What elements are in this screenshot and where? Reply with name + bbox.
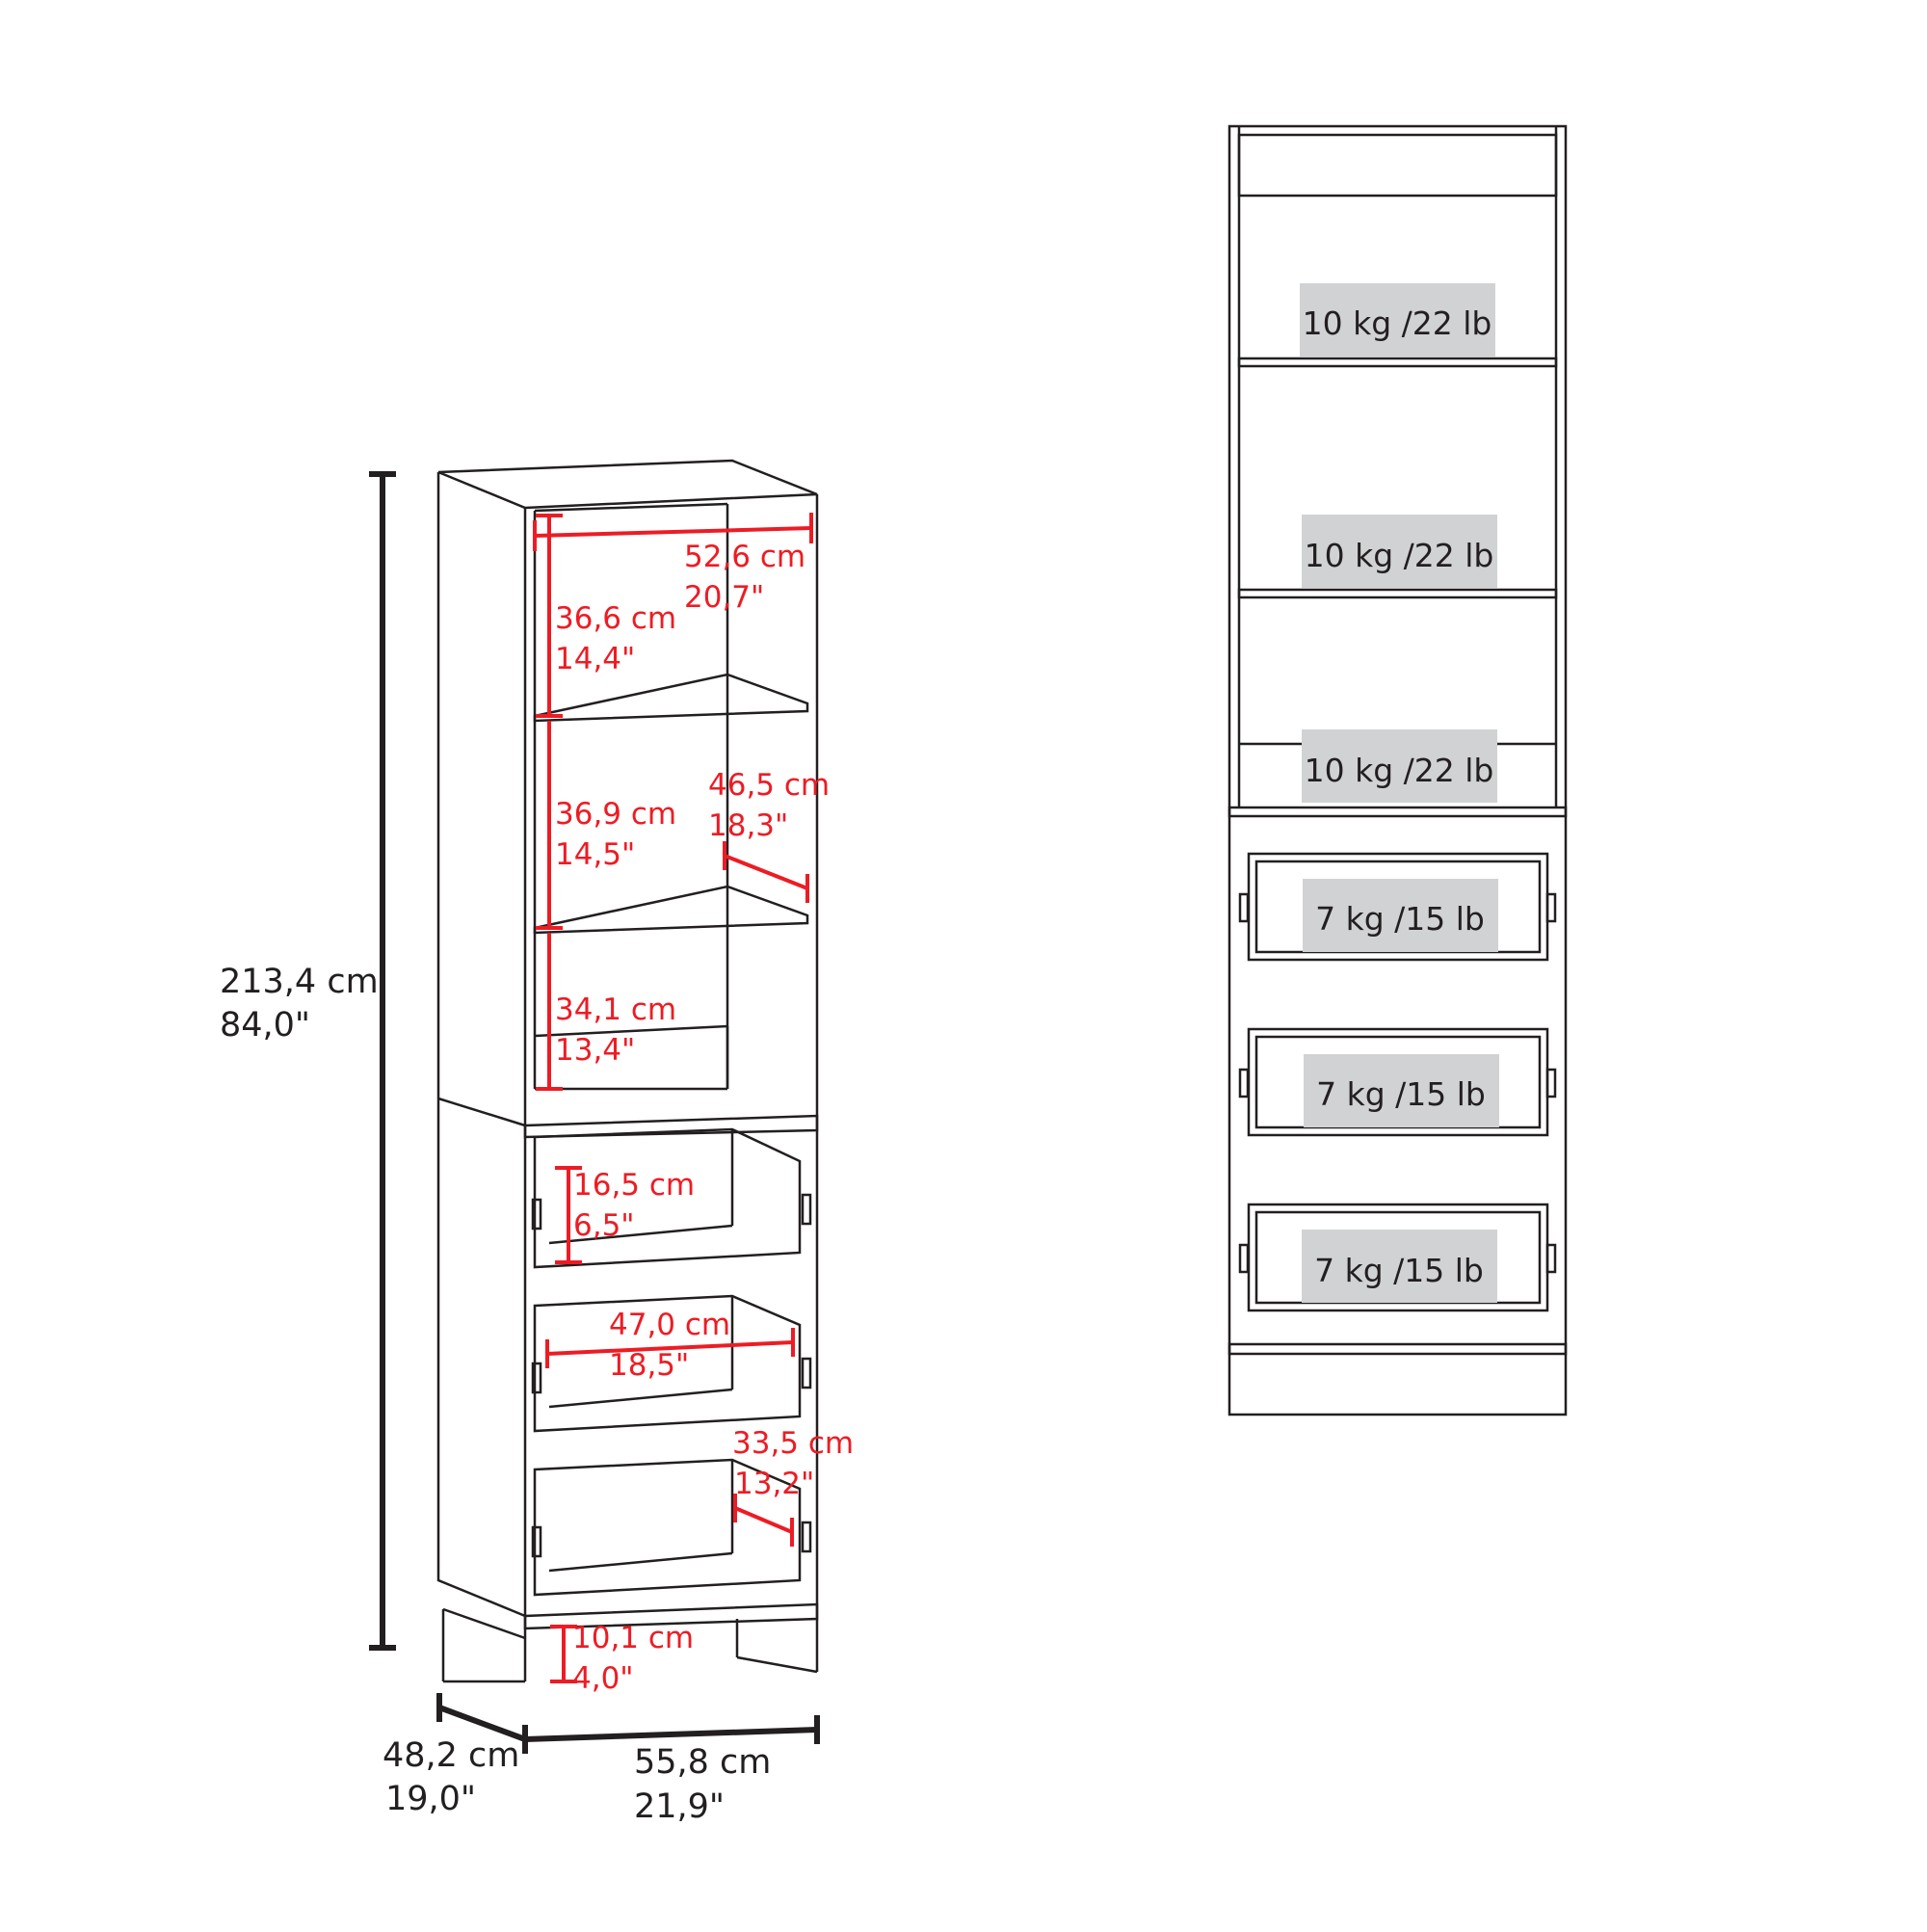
drawer-3-box <box>533 1458 802 1597</box>
cabinet-mid-divider-side <box>437 1097 526 1127</box>
drawer-1-handle-right <box>801 1193 812 1226</box>
drawer-depth-dim-line <box>734 1506 793 1534</box>
shelf1-height-cm-label: 36,6 cm <box>555 601 676 636</box>
drawer-1 <box>531 1127 812 1269</box>
drawer-1-capacity-badge <box>1303 879 1498 952</box>
shelf-1-capacity-badge <box>1300 283 1495 357</box>
drawer-width-in-label: 18,5" <box>609 1348 689 1383</box>
drawer-1-capacity: 7 kg /15 lb <box>1315 900 1485 938</box>
overall-dimension-lines <box>369 471 820 1754</box>
drawer-1-box <box>533 1127 802 1269</box>
drawer-width-dim-line <box>546 1340 794 1356</box>
width-cm-label: 55,8 cm <box>634 1743 771 1782</box>
shelf-1 <box>533 673 809 723</box>
shelf2-height-in-label: 14,5" <box>555 837 635 872</box>
shelf-3-back <box>534 1024 728 1038</box>
shelf-depth-in-label: 18,3" <box>708 808 788 843</box>
height-cm-label: 213,4 cm <box>220 963 379 1001</box>
drawer-3-floor <box>548 1551 733 1573</box>
drawer-3-handle-right <box>801 1521 812 1553</box>
drawer-depth-in-label: 13,2" <box>734 1467 814 1501</box>
front-shelf-1 <box>1237 357 1558 368</box>
shelf2-height-cm-label: 36,9 cm <box>555 797 676 832</box>
drawer-3-handle-left <box>531 1525 542 1558</box>
shelf3-height-cm-label: 34,1 cm <box>555 992 676 1027</box>
shelf-1-capacity: 10 kg /22 lb <box>1303 304 1492 342</box>
shelf-2 <box>533 885 809 935</box>
height-in-label: 84,0" <box>220 1006 310 1045</box>
shelf-3-capacity-badge <box>1302 729 1497 803</box>
shelf-2-capacity-badge <box>1302 515 1497 588</box>
cabinet-bottom-board <box>523 1602 819 1630</box>
base-height-cm-label: 10,1 cm <box>572 1621 694 1655</box>
front-outer-frame <box>1227 124 1568 1416</box>
drawer-2-capacity: 7 kg /15 lb <box>1316 1075 1486 1113</box>
overall-dimension-labels: 213,4 cm 84,0" 48,2 cm 19,0" 55,8 cm 21,… <box>220 963 771 1826</box>
drawer-2-box <box>533 1294 802 1433</box>
cabinet-front-view <box>1227 124 1568 1416</box>
cabinet-top-face <box>437 459 818 510</box>
inner-dimension-labels: 52,6 cm 20,7" 36,6 cm 14,4" 36,9 cm 14,5… <box>555 540 854 1696</box>
inner-top-back <box>534 502 728 513</box>
drawer-2-capacity-badge <box>1304 1054 1499 1127</box>
shelf-depth-cm-label: 46,5 cm <box>708 768 830 803</box>
top-width-in-label: 20,7" <box>684 580 764 615</box>
base-left-top <box>442 1607 526 1640</box>
cabinet-mid-divider <box>523 1114 819 1139</box>
drawer-height-in-label: 6,5" <box>573 1208 635 1243</box>
drawer-2 <box>531 1294 812 1433</box>
base-right-bottom <box>736 1655 818 1674</box>
drawer-height-cm-label: 16,5 cm <box>573 1168 695 1203</box>
front-top-panel <box>1237 133 1558 198</box>
cabinet-left-side <box>436 472 526 1618</box>
front-drawer-1-handle-right <box>1545 892 1557 923</box>
depth-cm-label: 48,2 cm <box>383 1736 519 1775</box>
depth-dim-line <box>437 1705 527 1742</box>
drawer-1-handle-left <box>531 1198 542 1231</box>
drawer-3 <box>531 1458 812 1597</box>
drawer-depth-cm-label: 33,5 cm <box>732 1426 854 1461</box>
front-drawer-2-handle-left <box>1238 1068 1250 1098</box>
shelf-depth-dim-line <box>724 854 808 890</box>
width-dim-line <box>524 1727 818 1742</box>
inner-dimension-lines <box>533 513 813 1683</box>
front-drawer-3-handle-left <box>1238 1243 1250 1274</box>
top-width-dim-line <box>534 526 812 538</box>
front-mid-divider <box>1227 806 1568 818</box>
top-width-cm-label: 52,6 cm <box>684 540 805 574</box>
drawer-width-cm-label: 47,0 cm <box>609 1308 730 1342</box>
drawer-2-handle-right <box>801 1357 812 1389</box>
front-drawer-2-handle-right <box>1545 1068 1557 1098</box>
drawer-2-floor <box>548 1388 733 1409</box>
shelf3-height-in-label: 13,4" <box>555 1033 635 1068</box>
front-drawer-1-handle-left <box>1238 892 1250 923</box>
drawer-3-capacity: 7 kg /15 lb <box>1314 1252 1484 1289</box>
drawer-2-handle-left <box>531 1362 542 1394</box>
shelf-3-capacity: 10 kg /22 lb <box>1305 752 1494 789</box>
base-height-in-label: 4,0" <box>572 1661 634 1696</box>
depth-in-label: 19,0" <box>385 1780 476 1818</box>
front-bottom-board <box>1227 1342 1568 1356</box>
drawer-3-capacity-badge <box>1302 1230 1497 1303</box>
cabinet-perspective <box>436 459 819 1683</box>
drawer-1-floor <box>548 1224 733 1245</box>
front-shelf-2 <box>1237 588 1558 599</box>
width-in-label: 21,9" <box>634 1787 725 1826</box>
capacity-labels: 10 kg /22 lb 10 kg /22 lb 10 kg /22 lb 7… <box>1300 283 1499 1303</box>
shelf1-height-in-label: 14,4" <box>555 642 635 676</box>
shelf-2-capacity: 10 kg /22 lb <box>1305 537 1494 574</box>
front-drawer-3-handle-right <box>1545 1243 1557 1274</box>
